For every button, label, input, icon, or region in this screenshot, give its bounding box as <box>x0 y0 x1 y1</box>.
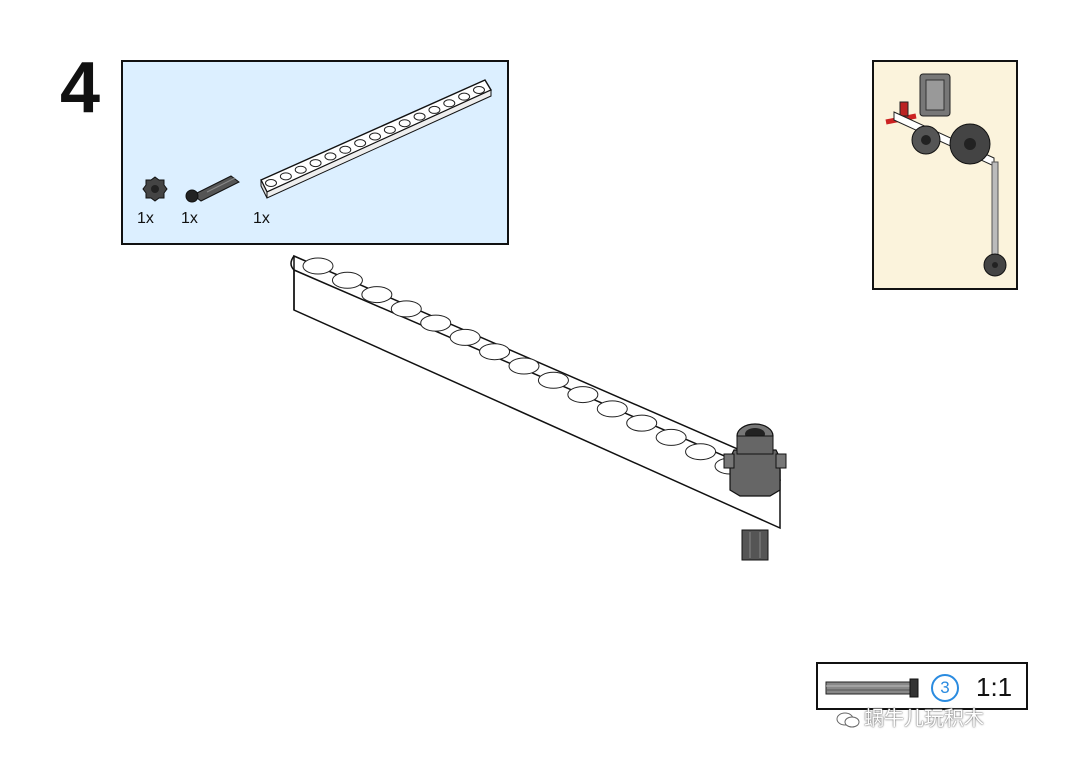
beam-hole <box>339 145 352 154</box>
parts-illustration <box>142 79 493 203</box>
gear-on-axle <box>723 423 787 561</box>
beam-hole <box>390 300 422 318</box>
wechat-icon <box>836 712 860 728</box>
beam-hole <box>655 428 687 446</box>
beam-hole <box>537 371 569 389</box>
beam-hole <box>473 86 485 94</box>
beam-hole <box>383 125 396 134</box>
beam-hole <box>398 119 411 128</box>
beam-hole <box>331 271 363 289</box>
beam-hole <box>369 132 381 141</box>
beam-hole <box>458 92 471 101</box>
beam-hole <box>685 443 717 461</box>
beam-hole <box>361 286 393 304</box>
assembly-preview-panel <box>872 60 1018 290</box>
beam-hole <box>567 386 599 404</box>
scale-reference-box: 3 1:1 <box>816 662 1028 710</box>
step-number: 4 <box>60 48 101 128</box>
beam-hole <box>596 400 628 418</box>
gear-icon <box>142 176 168 202</box>
assembly-preview-image <box>885 73 1007 277</box>
beam-hole <box>309 159 322 168</box>
beam-hole <box>508 357 540 375</box>
beam-hole <box>324 152 337 161</box>
watermark: 蜗牛儿玩积木 <box>836 702 984 731</box>
beam-hole <box>302 257 334 275</box>
beam-hole <box>626 414 658 432</box>
beam-hole <box>449 328 481 346</box>
part-qty: 1x <box>137 210 154 227</box>
beam-hole <box>265 179 277 187</box>
beam-hole <box>420 314 452 332</box>
part-qty: 1x <box>181 210 198 227</box>
beam-hole <box>294 165 307 174</box>
beam-hole <box>354 139 367 148</box>
parts-list-panel: 1x 1x 1x <box>121 60 509 245</box>
axle-pin-icon <box>185 175 240 203</box>
axle-length-icon <box>825 678 919 698</box>
part-qty: 1x <box>253 210 270 227</box>
main-assembly-illustration <box>290 254 787 561</box>
beam-hole <box>413 112 426 121</box>
beam-hole <box>428 105 441 114</box>
scale-ratio: 1:1 <box>976 672 1013 702</box>
axle-length-label: 3 <box>931 674 959 702</box>
beam-hole <box>443 99 456 108</box>
beam-hole <box>279 172 292 181</box>
watermark-text: 蜗牛儿玩积木 <box>864 708 984 730</box>
beam-hole <box>479 343 511 361</box>
